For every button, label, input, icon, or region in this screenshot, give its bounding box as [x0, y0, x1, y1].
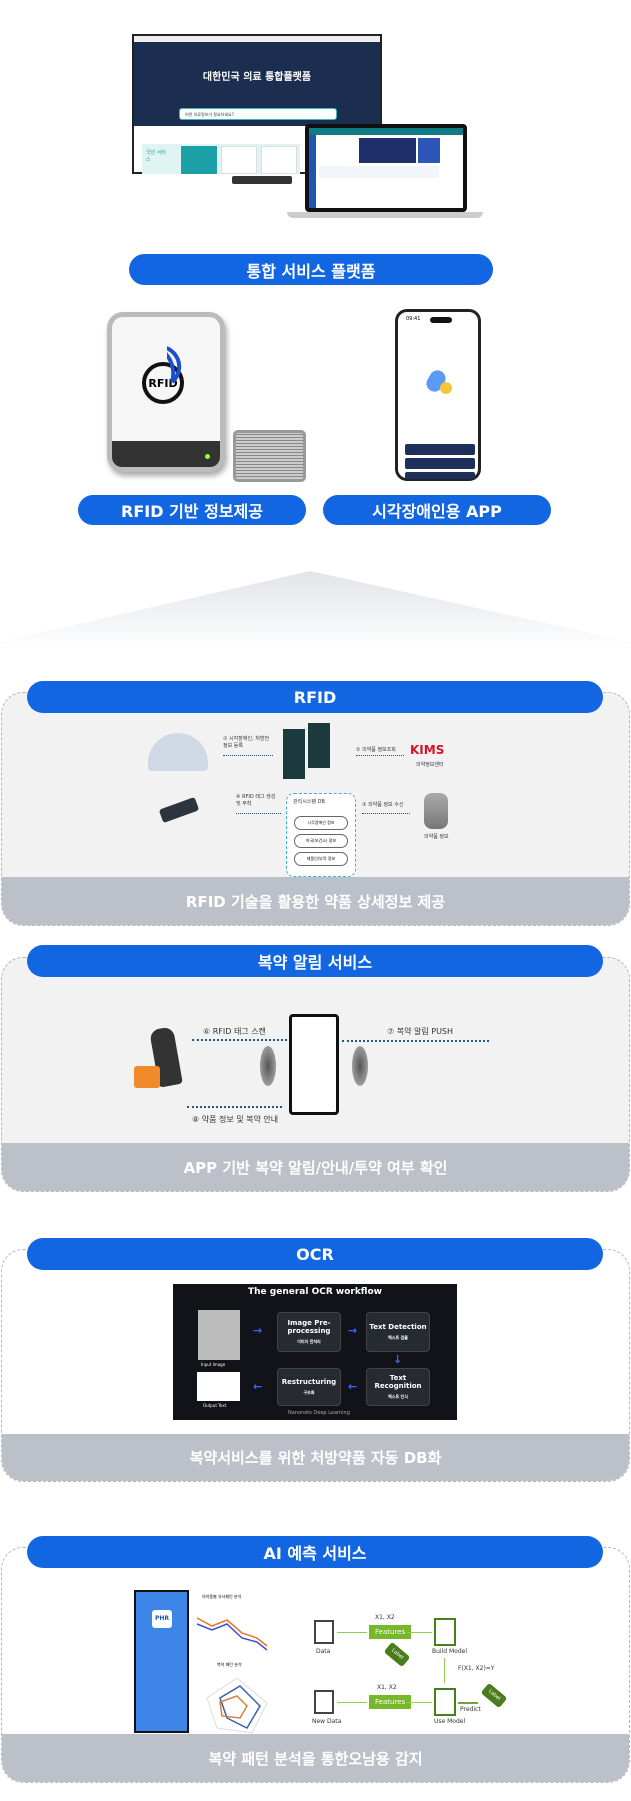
monitor-service-label: 국민 서비스	[146, 150, 166, 163]
input-label: Input Image	[201, 1362, 226, 1367]
x-vars-label: X1, X2	[377, 1684, 397, 1691]
kims-logo: KIMS	[410, 743, 445, 757]
alarm-panel: ⑥ RFID 태그 스캔 ⑦ 복약 알림 PUSH ⑧ 약품 정보 및 복약 안…	[1, 957, 630, 1192]
arrow-right-icon: →	[253, 1324, 263, 1337]
rfid-panel: ① 시각장애인, 처방전 정보 등록 ② 의약품 정보조회 KIMS 의약정보센…	[1, 692, 630, 926]
predict-label: Predict	[460, 1706, 481, 1713]
monitor-search: 어떤 의료정보가 필요하세요?	[179, 108, 337, 120]
medicine-bottle-icon	[134, 1066, 160, 1088]
hospital-icon	[148, 733, 208, 771]
ocr-heading: The general OCR workflow	[248, 1287, 382, 1297]
ocr-section-title: OCR	[27, 1238, 603, 1270]
build-model-icon	[434, 1618, 456, 1646]
build-model-label: Build Model	[432, 1648, 467, 1655]
pattern-charts	[196, 1617, 268, 1734]
chevron-divider	[0, 571, 631, 650]
output-label: Output Text	[203, 1403, 227, 1408]
arrow-left-icon: ←	[348, 1380, 358, 1393]
input-image	[198, 1310, 240, 1360]
ai-panel: PHR 의약품별 유사패턴 분석 복약 패턴 분석 Data X1, X2 Fe…	[1, 1547, 630, 1783]
db-title: 관리시스템 DB	[293, 799, 325, 805]
ocr-panel: The general OCR workflow Input Image → I…	[1, 1249, 630, 1482]
rfid-logo: RFID	[148, 376, 178, 390]
use-model-label: Use Model	[434, 1718, 466, 1725]
speaker-right-icon	[352, 1046, 368, 1086]
rfid-diagram: ① 시각장애인, 처방전 정보 등록 ② 의약품 정보조회 KIMS 의약정보센…	[148, 723, 478, 877]
document-icon	[314, 1690, 334, 1714]
alarm-section-title: 복약 알림 서비스	[27, 945, 603, 977]
data-label: Data	[316, 1648, 331, 1655]
drug-info-label: 의약품 정보	[424, 834, 449, 840]
server-icon	[283, 729, 305, 779]
output-text-image	[197, 1372, 240, 1401]
platform-image: 대한민국 의료 통합플랫폼 어떤 의료정보가 필요하세요? 국민 서비스	[132, 32, 504, 222]
arrow-left-icon: ←	[253, 1380, 263, 1393]
radar-title: 복약 패턴 분석	[217, 1662, 242, 1667]
rfid-tag-image	[233, 430, 306, 482]
step4-label: ④ RFID 태그 생성 및 부착	[236, 794, 276, 807]
guide-label: ⑧ 약품 정보 및 복약 안내	[192, 1115, 279, 1124]
features-box: Features	[369, 1695, 412, 1709]
x-vars-label: X1, X2	[375, 1614, 395, 1621]
step1-label: ① 시각장애인, 처방전 정보 등록	[223, 736, 270, 749]
formula-label: F(X1, X2)=Y	[458, 1665, 495, 1672]
rfid-section-title: RFID	[27, 681, 603, 713]
arrow-right-icon: →	[348, 1324, 358, 1337]
phone-app-icon	[289, 1014, 339, 1115]
arrow-down-icon: ↓	[393, 1353, 403, 1366]
db-item: 제품인/부작 정보	[294, 852, 348, 866]
phr-app-screen: PHR	[134, 1590, 189, 1733]
db-item: 시각장애인 정보	[294, 816, 348, 830]
phr-logo: PHR	[152, 1610, 172, 1628]
platform-pill: 통합 서비스 플랫폼	[129, 254, 493, 285]
ocr-footer: 복약서비스를 위한 처방약품 자동 DB화	[2, 1434, 629, 1481]
monitor-title: 대한민국 의료 통합플랫폼	[202, 72, 312, 83]
features-box: Features	[369, 1625, 412, 1639]
rfid-info-pill: RFID 기반 정보제공	[78, 495, 306, 525]
rfid-reader-small-icon	[158, 796, 200, 824]
step2-label: ② 의약품 정보조회	[356, 747, 396, 753]
db-item: 약국(보건소) 정보	[294, 834, 348, 848]
credit-label: Nanonets Deep Learning	[288, 1410, 350, 1416]
ocr-workflow-image: The general OCR workflow Input Image → I…	[173, 1284, 457, 1420]
step3-label: ③ 의약품 정보 수신	[362, 802, 404, 808]
new-data-label: New Data	[312, 1718, 342, 1725]
rfid-footer: RFID 기술을 활용한 약품 상세정보 제공	[2, 877, 629, 925]
rfid-reader-image: RFID	[107, 312, 225, 472]
phone-image: 09:41	[395, 309, 481, 481]
ai-section-title: AI 예측 서비스	[27, 1536, 603, 1568]
pattern-chart-title: 의약품별 유사패턴 분석	[202, 1594, 242, 1599]
speaker-left-icon	[260, 1046, 276, 1086]
database-lock-icon	[424, 793, 448, 829]
use-model-icon	[434, 1688, 456, 1716]
ai-footer: 복약 패턴 분석을 통한오남용 감지	[2, 1734, 629, 1782]
document-icon	[314, 1620, 334, 1644]
push-label: ⑦ 복약 알림 PUSH	[387, 1027, 454, 1036]
label-tag: Label	[383, 1641, 411, 1668]
scan-label: ⑥ RFID 태그 스캔	[203, 1027, 266, 1036]
laptop	[305, 124, 467, 212]
kims-sub: 의약정보센터	[416, 762, 444, 768]
alarm-footer: APP 기반 복약 알림/안내/투약 여부 확인	[2, 1143, 629, 1191]
app-pill: 시각장애인용 APP	[323, 495, 551, 525]
db-box: 관리시스템 DB 시각장애인 정보 약국(보건소) 정보 제품인/부작 정보	[286, 793, 356, 877]
label-tag: Label	[480, 1682, 508, 1709]
phone-time: 09:41	[406, 316, 421, 322]
wireless-signal-icon	[167, 341, 182, 384]
